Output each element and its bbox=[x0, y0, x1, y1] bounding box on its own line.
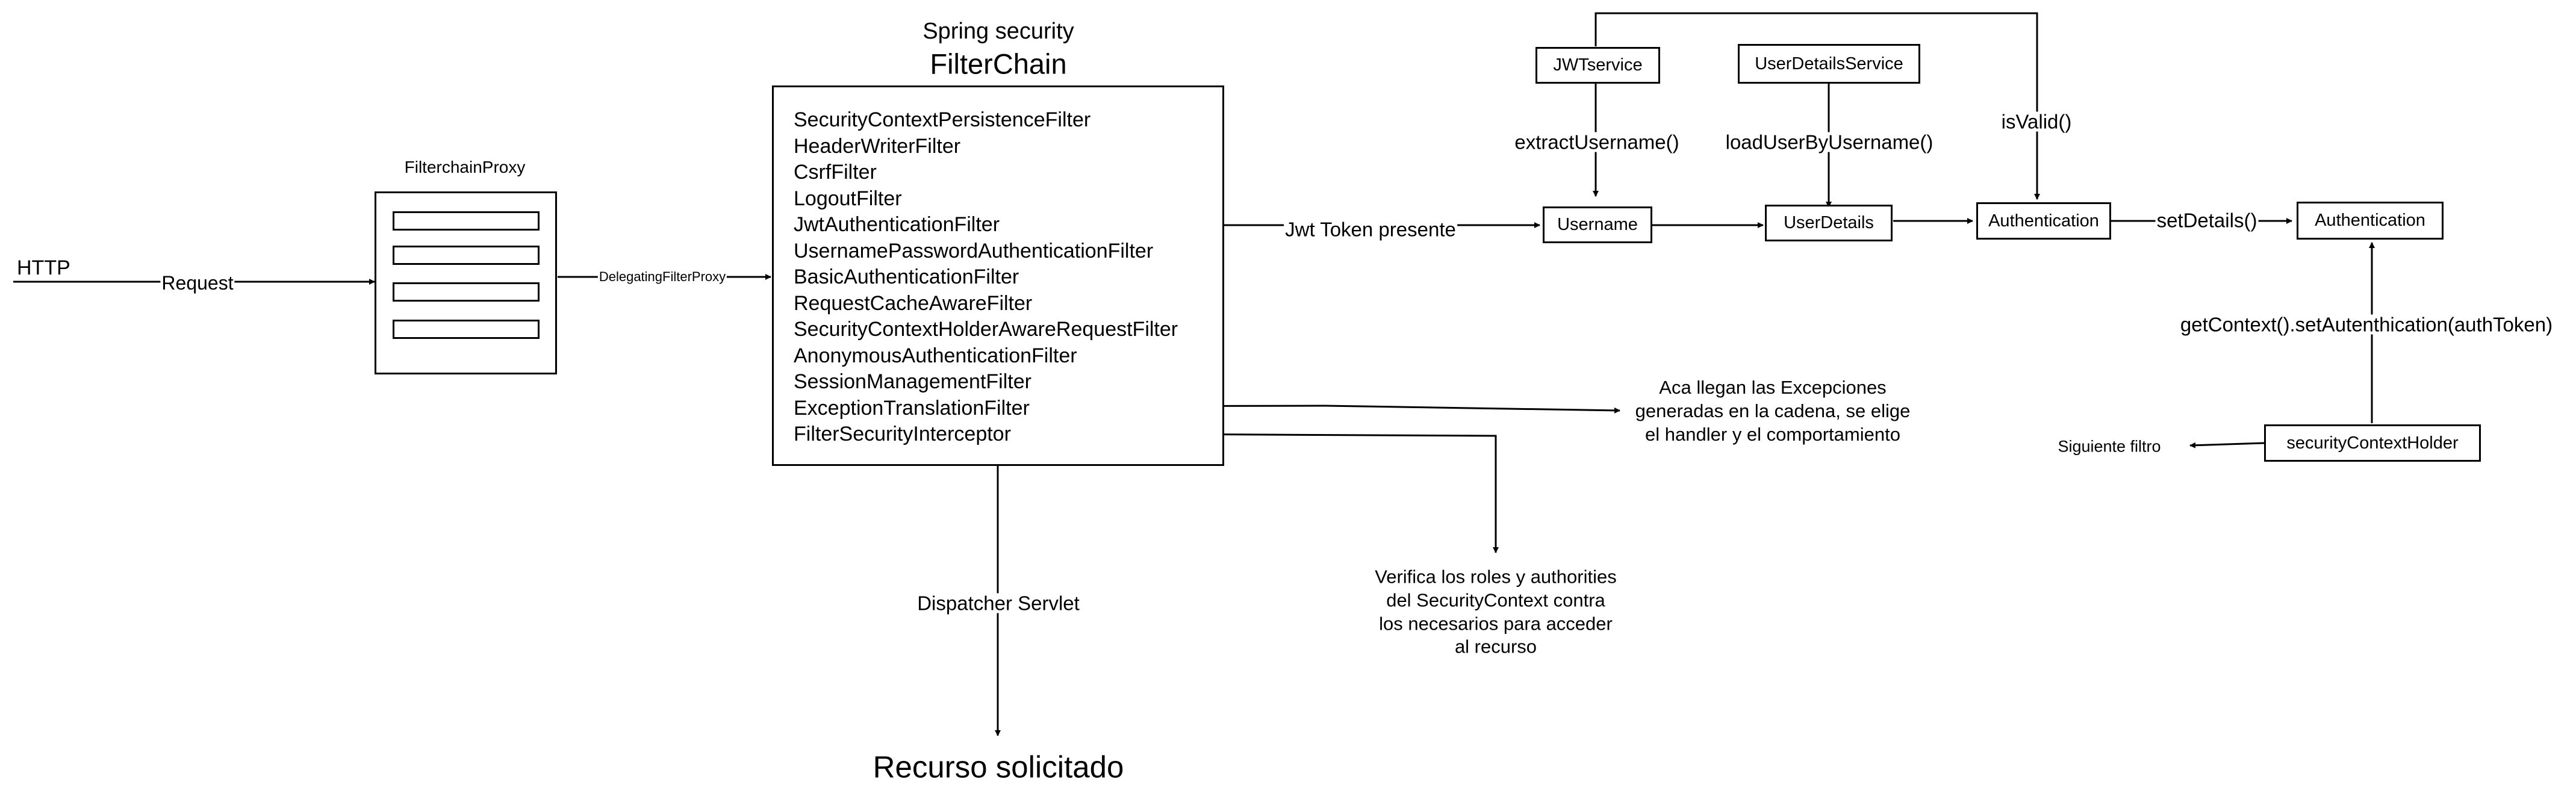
authentication-label: Authentication bbox=[1988, 211, 2099, 231]
proxy-slot bbox=[393, 246, 540, 265]
username-label: Username bbox=[1557, 215, 1638, 234]
authentication-result-node: Authentication bbox=[2297, 202, 2444, 240]
chain-title-large: FilterChain bbox=[930, 48, 1067, 80]
extract-username-label: extractUsername() bbox=[1513, 131, 1681, 154]
filter-item: SecurityContextPersistenceFilter bbox=[794, 108, 1091, 131]
dispatcher-servlet-label: Dispatcher Servlet bbox=[916, 592, 1081, 615]
username-node: Username bbox=[1543, 206, 1652, 243]
request-label: Request bbox=[160, 272, 235, 294]
security-context-holder-label: securityContextHolder bbox=[2286, 433, 2459, 453]
filter-item: BasicAuthenticationFilter bbox=[794, 265, 1019, 288]
filter-item: SessionManagementFilter bbox=[794, 370, 1031, 393]
exceptions-note: Aca llegan las Excepciones generadas en … bbox=[1635, 376, 1911, 445]
chain-title-small: Spring security bbox=[922, 19, 1074, 44]
jwt-present-label: Jwt Token presente bbox=[1284, 218, 1457, 241]
filter-item: CsrfFilter bbox=[794, 161, 877, 184]
set-details-label: setDetails() bbox=[2155, 209, 2259, 232]
proxy-slot bbox=[393, 282, 540, 302]
authentication-node: Authentication bbox=[1976, 202, 2111, 240]
filter-item: ExceptionTranslationFilter bbox=[794, 396, 1030, 420]
filter-item: HeaderWriterFilter bbox=[794, 134, 961, 158]
next-filter-label: Siguiente filtro bbox=[2058, 437, 2161, 456]
filter-chain-box bbox=[772, 85, 1224, 466]
jwt-service-node: JWTservice bbox=[1535, 47, 1660, 84]
filter-item: LogoutFilter bbox=[794, 187, 902, 210]
user-details-label: UserDetails bbox=[1784, 213, 1874, 232]
user-details-service-node: UserDetailsService bbox=[1738, 44, 1920, 84]
filter-item: JwtAuthenticationFilter bbox=[794, 213, 1000, 236]
proxy-slot bbox=[393, 211, 540, 231]
user-details-node: UserDetails bbox=[1765, 205, 1893, 241]
filterchain-proxy-title: FilterchainProxy bbox=[404, 158, 526, 176]
proxy-slot bbox=[393, 320, 540, 339]
filter-list: SecurityContextPersistenceFilter HeaderW… bbox=[794, 107, 1178, 448]
filter-item: RequestCacheAwareFilter bbox=[794, 291, 1033, 315]
delegating-filter-proxy-label: DelegatingFilterProxy bbox=[597, 269, 727, 284]
authorities-note: Verifica los roles y authorities del Sec… bbox=[1375, 566, 1617, 657]
filter-item: UsernamePasswordAuthenticationFilter bbox=[794, 239, 1154, 262]
user-details-service-label: UserDetailsService bbox=[1755, 54, 1903, 73]
requested-resource-label: Recurso solicitado bbox=[873, 749, 1124, 784]
http-label: HTTP bbox=[17, 256, 70, 279]
is-valid-arrow bbox=[1594, 12, 2040, 200]
jwt-service-label: JWTservice bbox=[1553, 55, 1643, 75]
filter-item: FilterSecurityInterceptor bbox=[794, 423, 1011, 445]
filter-item: AnonymousAuthenticationFilter bbox=[794, 344, 1077, 367]
is-valid-label: isValid() bbox=[2000, 110, 2073, 133]
filterchain-proxy-box bbox=[375, 191, 557, 374]
next-filter-arrow bbox=[2189, 442, 2265, 448]
filter-item: SecurityContextHolderAwareRequestFilter bbox=[794, 318, 1178, 341]
set-authentication-label: getContext().setAutenthication(authToken… bbox=[2179, 313, 2554, 336]
authentication-result-label: Authentication bbox=[2315, 211, 2425, 230]
load-user-label: loadUserByUsername() bbox=[1724, 131, 1935, 154]
security-context-holder-node: securityContextHolder bbox=[2264, 424, 2481, 462]
